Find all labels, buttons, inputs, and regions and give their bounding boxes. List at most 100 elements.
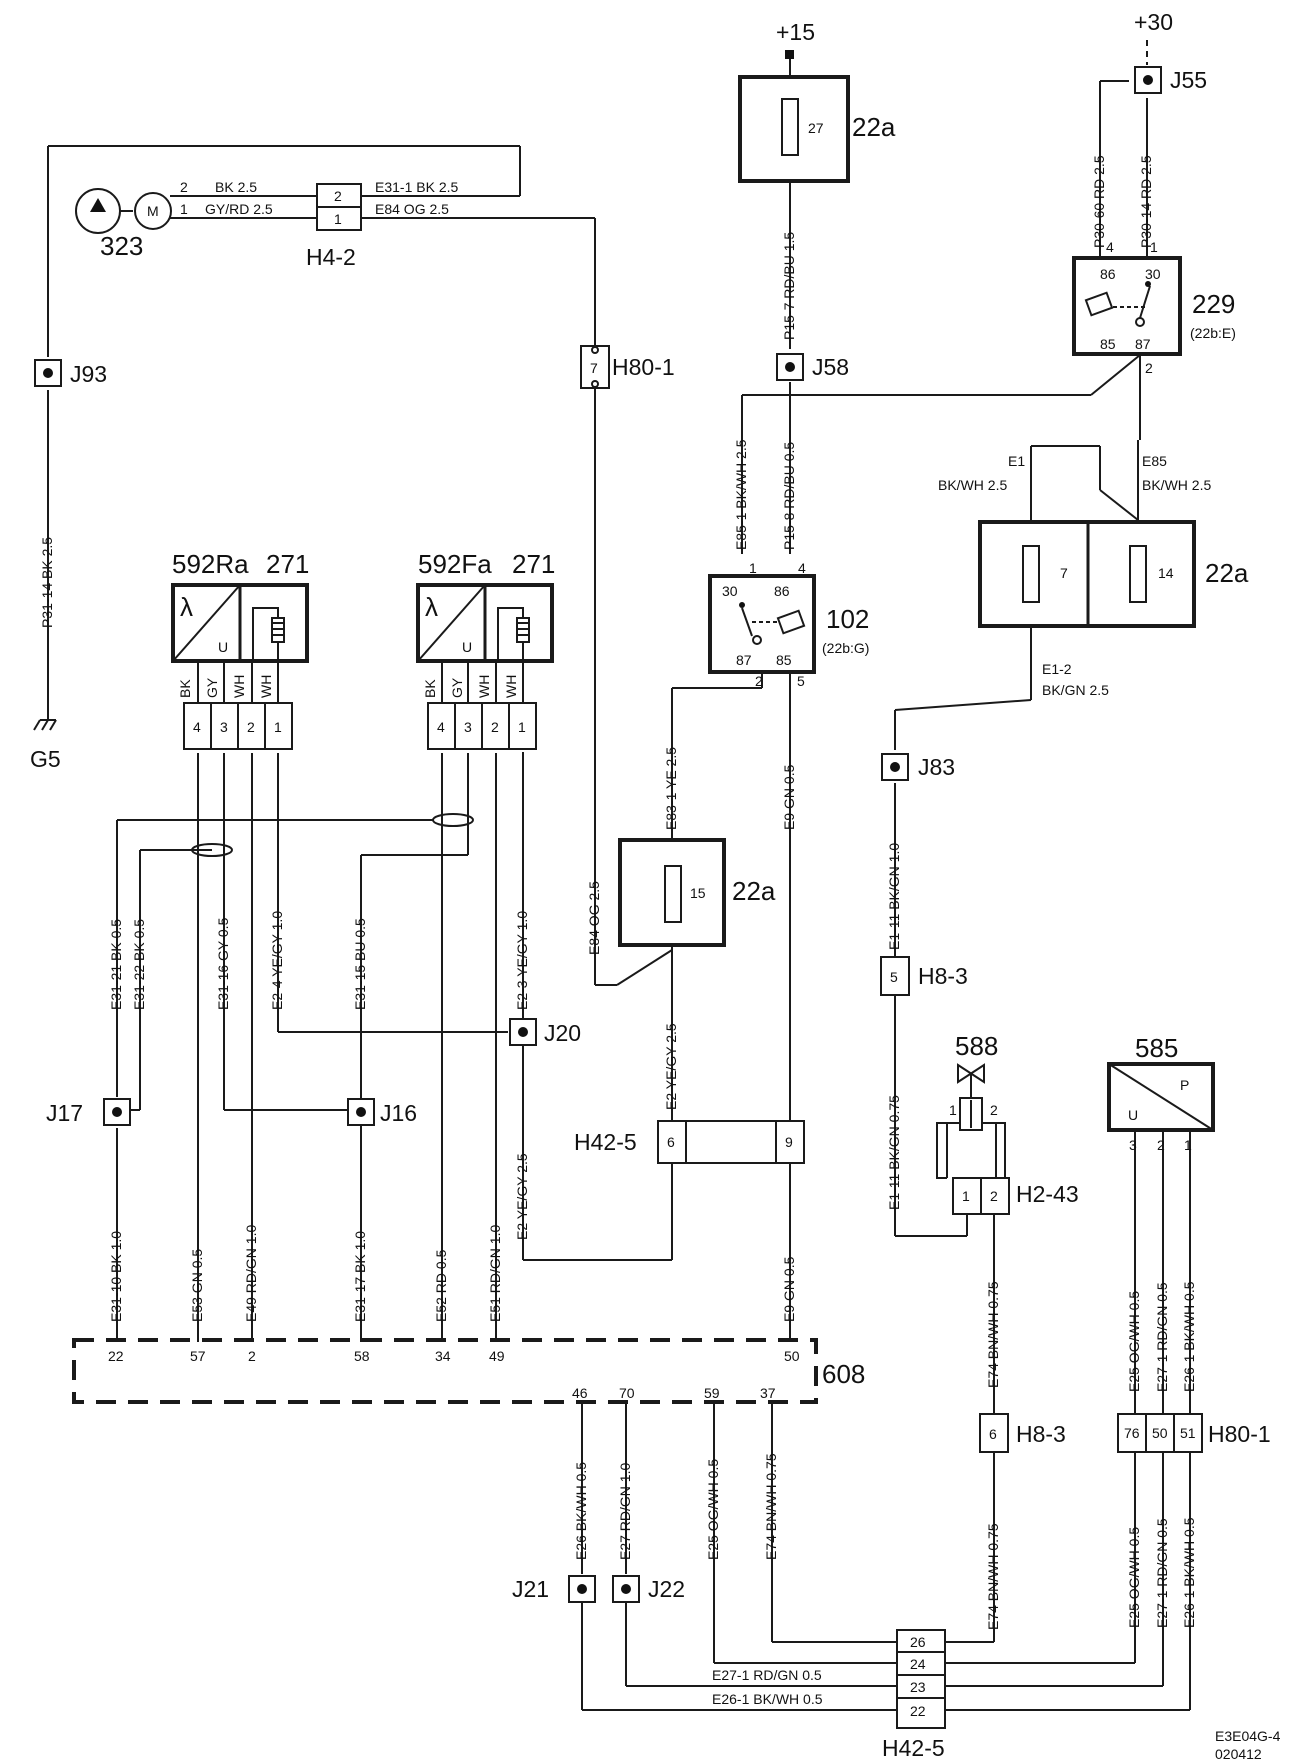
fuse-27-label: 27	[808, 120, 824, 136]
j22-label: J22	[648, 1576, 685, 1602]
wire-label-e31-17: E31-17 BK 1.0	[352, 1231, 368, 1322]
junction-j20: J20	[509, 1018, 581, 1046]
sensor-wire-bk: BK	[177, 679, 193, 698]
wire-label-e53: E53 GN 0.5	[189, 1249, 205, 1322]
wire-label-p30-14: P30-14 RD 2.5	[1138, 155, 1154, 248]
junction-j21: J21	[512, 1575, 596, 1603]
connector-h2-43: 1 2 H2-43	[952, 1177, 1079, 1215]
wire-label-p30-60: P30-60 RD 2.5	[1091, 155, 1107, 248]
connector-rear-sensor: 4 3 2 1	[183, 702, 293, 750]
relay-102: 1 4 30 86 87 85 102 (22b:G)	[708, 560, 869, 674]
fusebox-22a-right: 7 14 22a	[978, 520, 1249, 628]
wire-label-e1-2: E1-2	[1042, 661, 1072, 677]
j21-label: J21	[512, 1576, 549, 1602]
junction-j83: J83	[881, 753, 955, 781]
h42-5-upper-label: H42-5	[574, 1129, 637, 1155]
j83-label: J83	[918, 754, 955, 780]
fuel-pump-323: M 323	[75, 188, 172, 261]
wire-label-e52: E52 RD 0.5	[433, 1249, 449, 1322]
pin-label: 2	[990, 1102, 998, 1118]
wire-label-bk25: BK 2.5	[215, 179, 257, 195]
wire-label-e84b: E84 OG 2.5	[586, 881, 602, 955]
wire-label-e1-sub: BK/WH 2.5	[938, 477, 1007, 493]
relay-229-label: 229	[1192, 289, 1235, 319]
wire-label-e26-1c: E26-1 BK/WH 0.5	[712, 1691, 823, 1707]
sensor-592ra: 592Ra 271 λ U	[171, 549, 309, 663]
j16-label: J16	[380, 1100, 417, 1126]
wire-label-e84: E84 OG 2.5	[375, 201, 449, 217]
wires	[33, 40, 1191, 1711]
sensor-wire-wh: WH	[476, 675, 492, 698]
wire-label-e25a: E25 OG/WH 0.5	[1126, 1291, 1142, 1392]
pin-label: 3	[464, 719, 472, 735]
wire-label-e1-11a: E1-11 BK/GN 1.0	[886, 843, 902, 950]
fuse-7-label: 7	[1060, 565, 1068, 581]
pin-label: 50	[784, 1348, 800, 1364]
wire-label-e31-21: E31-21 BK 0.5	[108, 919, 124, 1010]
wire-label-e2b: E2 YE/GY 2.5	[514, 1153, 530, 1240]
ground-g5-label: G5	[30, 746, 61, 772]
pin-label: 30	[722, 583, 738, 599]
wire-label-e85-1: E85-1 BK/WH 2.5	[733, 439, 749, 550]
lambda-symbol: λ	[425, 592, 438, 622]
sensor-wire-wh: WH	[258, 675, 274, 698]
pin-label: 23	[910, 1679, 926, 1695]
sensor-wire-wh: WH	[503, 675, 519, 698]
connector-h42-5-upper: 6 9 H42-5	[574, 1120, 805, 1164]
h80-1-label: H80-1	[612, 354, 675, 380]
junction-j55: J55	[1134, 66, 1207, 94]
wire-label-e74d: E74 BN/WH 0.75	[763, 1453, 779, 1560]
j20-label: J20	[544, 1020, 581, 1046]
wire-label-gyrd25: GY/RD 2.5	[205, 201, 273, 217]
pin-label: 58	[354, 1348, 370, 1364]
pin-label: 5	[797, 673, 805, 689]
pin-label: 2	[247, 719, 255, 735]
j93-label: J93	[70, 361, 107, 387]
h8-3-lower-label: H8-3	[1016, 1421, 1066, 1447]
pin-label: 59	[704, 1385, 720, 1401]
junction-j22: J22	[612, 1575, 685, 1603]
wire-label-e31-10: E31-10 BK 1.0	[108, 1231, 124, 1322]
fuse-15-label: 15	[690, 885, 706, 901]
pin-label: 2	[491, 719, 499, 735]
connector-h4-2: 2 1 H4-2	[306, 183, 362, 270]
pin-label: 7	[590, 360, 598, 376]
connector-h8-3-upper: 5 H8-3	[880, 956, 968, 996]
junction-j17: J17	[46, 1098, 131, 1126]
wire-label-e31-15: E31-15 BU 0.5	[352, 918, 368, 1010]
pin-label: 9	[785, 1134, 793, 1150]
wire-label-e2a: E2 YE/GY 2.5	[663, 1023, 679, 1110]
wire-label-e74a: E74 BN/WH 0.75	[985, 1281, 1001, 1388]
wire-label-p15-8: P15-8 RD/BU 0.5	[781, 442, 797, 550]
pin-label: 22	[108, 1348, 124, 1364]
h2-43-label: H2-43	[1016, 1181, 1079, 1207]
pin-label: 70	[619, 1385, 635, 1401]
wire-label-e25b: E25 OG/WH 0.5	[1126, 1527, 1142, 1628]
sensor-592fa: 592Fa 271 λ U	[416, 549, 555, 663]
wire-label-e74b: E74 BN/WH 0.75	[985, 1523, 1001, 1630]
ecu-608: 22 57 2 58 34 49 50 46 70 59 37 608	[72, 1338, 865, 1404]
pin-label: 24	[910, 1656, 926, 1672]
wire-label-p15-7: P15-7 RD/BU 1.5	[781, 232, 797, 340]
pin-label: 1	[949, 1102, 957, 1118]
fusebox-22a-label: 22a	[732, 876, 776, 906]
wire-label-e9a: E9 GN 0.5	[781, 764, 797, 830]
pin-label: 1	[518, 719, 526, 735]
junction-j58: J58	[776, 353, 849, 381]
front-sensor-label: 592Fa	[418, 549, 492, 579]
wire-label-e26-1a: E26-1 BK/WH 0.5	[1181, 1281, 1197, 1392]
pin-label: 1	[1150, 239, 1158, 255]
pin-label: 57	[190, 1348, 206, 1364]
junction-j16: J16	[347, 1098, 417, 1126]
pin-label: 34	[435, 1348, 451, 1364]
pin-label: 50	[1152, 1425, 1168, 1441]
rear-sensor-label: 592Ra	[172, 549, 249, 579]
sensor-wire-gy: GY	[449, 677, 465, 698]
wire-label-e1-2-sub: BK/GN 2.5	[1042, 682, 1109, 698]
sensor-585-label: 585	[1135, 1033, 1178, 1063]
pin-label: 4	[798, 560, 806, 576]
pin-label: 2	[755, 673, 763, 689]
pin-label: 5	[890, 969, 898, 985]
sensor-wire-wh: WH	[231, 675, 247, 698]
